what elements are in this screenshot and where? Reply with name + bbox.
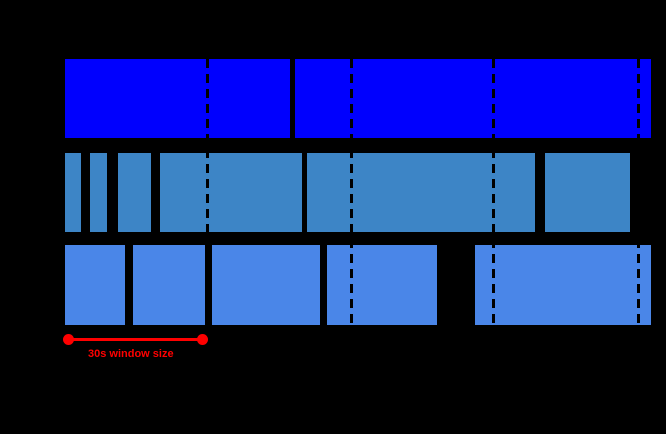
window-boundary-line	[492, 59, 495, 325]
window-size-label: 30s window size	[88, 348, 174, 360]
timeline-bar-track-1	[65, 59, 290, 138]
timeline-bar-track-2	[65, 153, 81, 232]
window-size-left-endpoint-dot	[62, 333, 74, 345]
window-boundary-line	[636, 59, 640, 325]
window-size-right-endpoint-dot	[196, 333, 208, 345]
timeline-bar-track-3	[133, 245, 205, 325]
timeline-bar-track-2	[90, 153, 107, 232]
timeline-bar-track-3	[475, 245, 651, 325]
timeline-bar-track-3	[65, 245, 125, 325]
window-boundary-line	[350, 59, 353, 325]
timeline-bar-track-1	[295, 59, 651, 138]
timeline-bar-track-2	[307, 153, 535, 232]
window-size-line	[68, 337, 202, 341]
timeline-bar-track-3	[327, 245, 437, 325]
timeline-bar-track-2	[118, 153, 151, 232]
window-boundary-line	[205, 59, 209, 325]
timeline-bar-track-3	[212, 245, 320, 325]
timeline-bar-track-2	[545, 153, 630, 232]
timeline-bar-track-2	[160, 153, 302, 232]
